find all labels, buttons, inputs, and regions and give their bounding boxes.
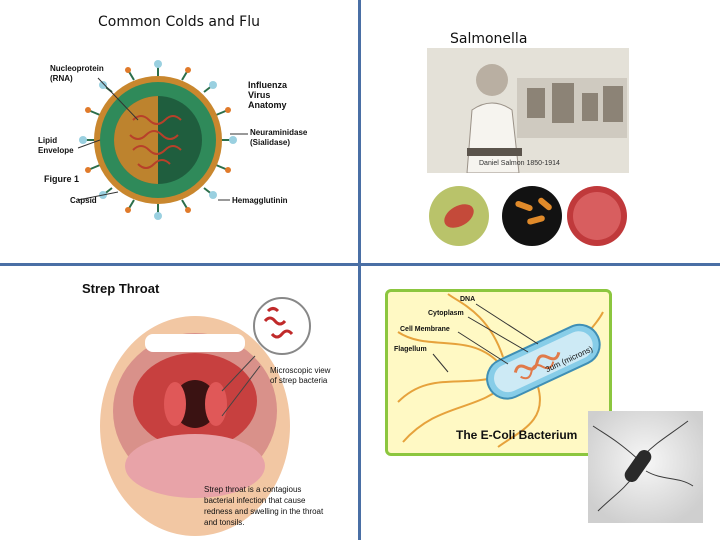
cytoplasm-label: Cytoplasm [428,310,464,317]
dna-label: DNA [460,296,476,303]
influenza-figure: Nucleoprotein (RNA) Influenza Virus Anat… [38,60,328,230]
cold-flu-title: Common Colds and Flu [98,14,260,30]
bacteria-images [427,173,629,250]
horizontal-divider [0,263,720,266]
ecoli-micrograph-image [588,411,703,523]
influenza-virus-illustration [77,60,248,220]
lipid-envelope-label: Lipid Envelope [38,136,74,155]
hemagglutinin-label: Hemagglutinin [232,196,288,205]
cell-membrane-label: Cell Membrane [400,326,450,333]
ecoli-micrograph [588,411,703,523]
scientist-caption: Daniel Salmon 1850-1914 [479,160,560,167]
flagellum-label: Flagellum [394,346,427,353]
strep-caption: Strep throat is a contagious bacterial i… [204,485,324,527]
capsid-label: Capsid [70,196,97,205]
throat-illustration [100,297,311,536]
influenza-heading-label: Influenza Virus Anatomy [248,80,288,110]
salmonella-collage: Daniel Salmon 1850-1914 [427,48,629,250]
ecoli-illustration [397,293,604,448]
vertical-divider [358,0,361,540]
strep-throat-title: Strep Throat [82,281,160,296]
salmonella-title: Salmonella [450,31,528,47]
neuraminidase-label: Neuraminidase (Sialidase) [250,128,308,147]
nucleoprotein-label: Nucleoprotein (RNA) [50,64,104,83]
scientist-photo [427,48,629,173]
ecoli-title: The E-Coli Bacterium [456,428,578,442]
ecoli-diagram: DNA Cytoplasm Cell Membrane Flagellum 3u… [385,289,612,456]
figure-1-label: Figure 1 [44,174,80,184]
strep-throat-figure: Microscopic view of strep bacteria Strep… [100,296,340,536]
strep-callout-label: Microscopic view of strep bacteria [270,366,331,385]
